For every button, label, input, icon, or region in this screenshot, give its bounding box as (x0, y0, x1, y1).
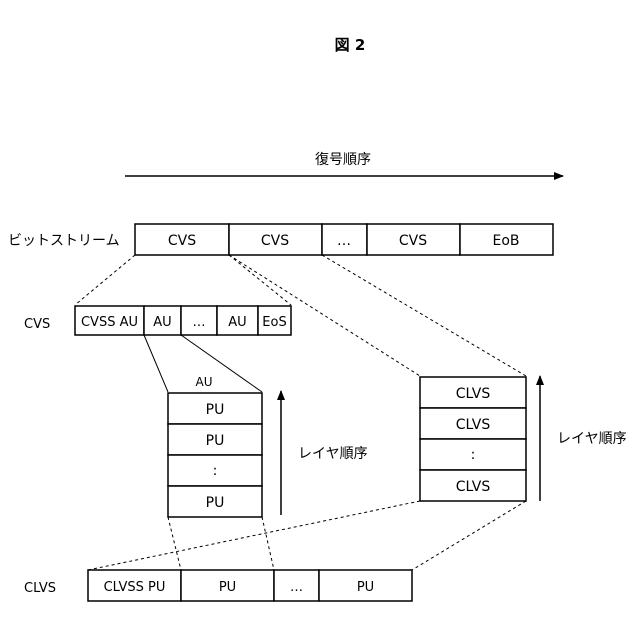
bitstream-cvs-2: CVS (261, 233, 289, 249)
au-pu-1: PU (206, 402, 225, 418)
bitstream-cvs-1: CVS (168, 233, 196, 249)
cvs-cvss-au: CVSS AU (81, 315, 138, 330)
decoding-order-label: 復号順序 (315, 151, 371, 168)
bitstream-ellipsis: … (337, 233, 351, 249)
au-pu-3: PU (206, 495, 225, 511)
layer-order-label-clvs: レイヤ順序 (557, 431, 627, 447)
au-label: AU (196, 375, 213, 389)
layer-order-label-au: レイヤ順序 (298, 446, 368, 462)
clvs-pu-2: PU (357, 580, 374, 595)
cvs-eos: EoS (262, 315, 286, 330)
cvs-ellipsis: … (193, 315, 206, 330)
expand-line-pu-right (262, 517, 274, 570)
bitstream-eob: EoB (492, 233, 519, 249)
clvs-stack: CLVS CLVS : CLVS (420, 377, 526, 501)
clvs-clvss-pu: CLVSS PU (104, 580, 166, 595)
bitstream-row: CVS CVS … CVS EoB (135, 224, 553, 255)
clvs-stack-vertical-ellipsis: : (471, 447, 476, 463)
clvs-pu-1: PU (219, 580, 236, 595)
au-stack: PU PU : PU (168, 393, 262, 517)
clvs-stack-item-2: CLVS (456, 417, 491, 433)
au-pu-2: PU (206, 433, 225, 449)
expand-line-cvs-left (75, 255, 135, 305)
expand-line-clvs-row-right (412, 501, 526, 570)
expand-line-au-left (144, 335, 168, 392)
figure-title: 図 2 (335, 36, 366, 54)
expand-line-pu-left (168, 517, 181, 570)
cvs-row: CVSS AU AU … AU EoS (75, 306, 291, 335)
clvs-stack-item-3: CLVS (456, 479, 491, 495)
cvs-au-2: AU (228, 315, 246, 330)
cvs-au-1: AU (153, 315, 171, 330)
bitstream-label: ビットストリーム (8, 233, 120, 249)
au-vertical-ellipsis: : (213, 463, 218, 479)
clvs-row: CLVSS PU PU … PU (88, 570, 412, 601)
clvs-ellipsis: … (290, 580, 303, 595)
expand-line-au-right (181, 335, 262, 392)
clvs-label: CLVS (24, 581, 56, 596)
cvs-label: CVS (24, 317, 50, 332)
expand-line-clvs-right (322, 255, 526, 376)
bitstream-cvs-3: CVS (399, 233, 427, 249)
expand-line-cvs-right (229, 255, 291, 305)
clvs-stack-item-1: CLVS (456, 386, 491, 402)
